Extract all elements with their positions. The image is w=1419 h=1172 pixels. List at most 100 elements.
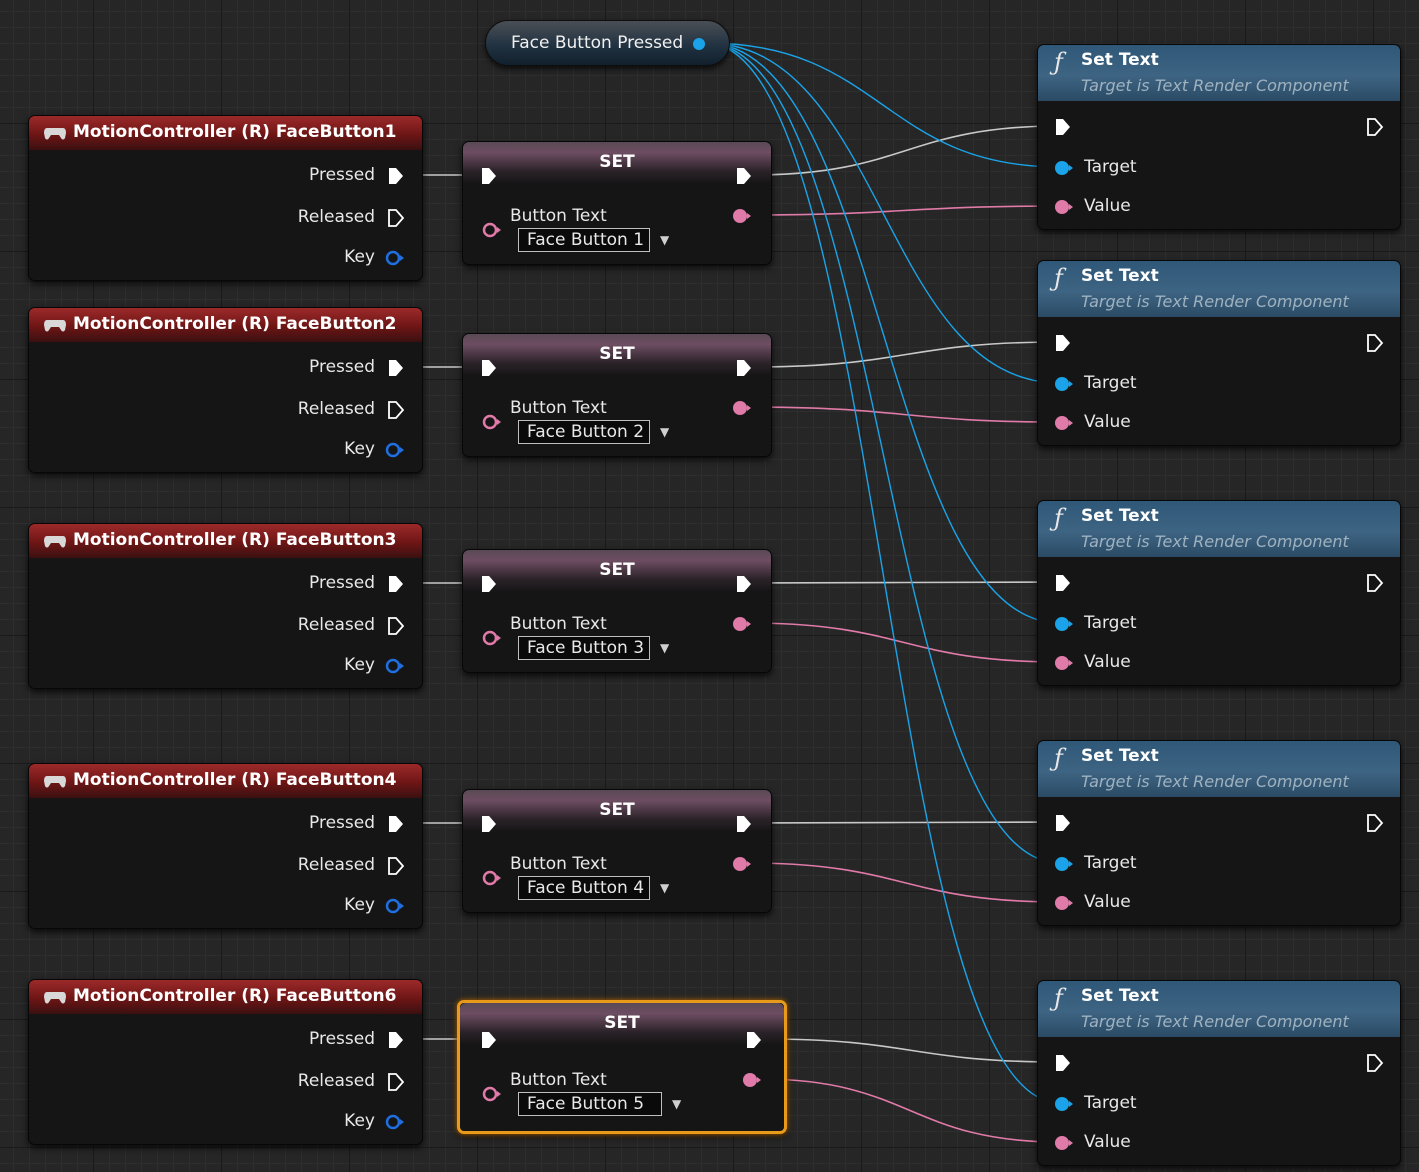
- exec-in-pin-icon[interactable]: [480, 358, 498, 378]
- key-pin-icon[interactable]: [385, 249, 405, 267]
- exec-out-pin-icon[interactable]: [1366, 813, 1384, 833]
- text-pin-icon[interactable]: [1052, 414, 1076, 432]
- key-pin-icon[interactable]: [385, 1113, 405, 1131]
- text-out-pin-icon[interactable]: [731, 855, 753, 873]
- exec-wire-set-1[interactable]: [751, 125, 1061, 176]
- exec-wire-set-3[interactable]: [751, 581, 1061, 584]
- text-in-pin-icon[interactable]: [481, 869, 503, 887]
- exec-out-pin-icon[interactable]: [1366, 333, 1384, 353]
- text-pin-icon[interactable]: [1052, 654, 1076, 672]
- exec-in-pin-icon[interactable]: [480, 1030, 498, 1050]
- exec-out-pin-icon[interactable]: [735, 166, 753, 186]
- exec-in-pin-icon[interactable]: [480, 166, 498, 186]
- dropdown-arrow-icon[interactable]: ▼: [660, 641, 670, 655]
- event-node-title: MotionController (R) FaceButton4: [73, 770, 397, 790]
- set-node-4[interactable]: SET Button Text Face Button 4 ▼: [462, 789, 772, 913]
- set-text-node-1[interactable]: ƒ Set Text Target is Text Render Compone…: [1037, 44, 1401, 230]
- value-text-input[interactable]: Face Button 1: [518, 228, 650, 252]
- set-node-2[interactable]: SET Button Text Face Button 2 ▼: [462, 333, 772, 457]
- text-out-pin-icon[interactable]: [731, 399, 753, 417]
- set-node-5[interactable]: SET Button Text Face Button 5 ▼: [457, 1000, 787, 1134]
- exec-in-pin-icon[interactable]: [480, 814, 498, 834]
- released-exec-pin-icon[interactable]: [387, 208, 405, 228]
- set-text-node-5[interactable]: ƒ Set Text Target is Text Render Compone…: [1037, 980, 1401, 1166]
- event-node-header: MotionController (R) FaceButton6: [29, 980, 422, 1014]
- text-in-pin-icon[interactable]: [481, 1085, 503, 1103]
- key-pin-icon[interactable]: [385, 657, 405, 675]
- object-pin-icon[interactable]: [1052, 375, 1076, 393]
- exec-out-pin-icon[interactable]: [1366, 573, 1384, 593]
- value-text-input[interactable]: Face Button 3: [518, 636, 650, 660]
- text-wire-3[interactable]: [747, 622, 1061, 663]
- object-pin-icon[interactable]: [691, 36, 707, 52]
- target-label: Target: [1084, 853, 1137, 873]
- event-node-facebutton2[interactable]: MotionController (R) FaceButton2 Pressed…: [28, 307, 423, 473]
- text-out-pin-icon[interactable]: [731, 615, 753, 633]
- text-wire-4[interactable]: [747, 862, 1061, 903]
- object-pin-icon[interactable]: [1052, 1095, 1076, 1113]
- event-node-facebutton6[interactable]: MotionController (R) FaceButton6 Pressed…: [28, 979, 423, 1145]
- text-wire-2[interactable]: [747, 406, 1061, 423]
- set-text-node-2[interactable]: ƒ Set Text Target is Text Render Compone…: [1037, 260, 1401, 446]
- pressed-exec-pin-icon[interactable]: [387, 358, 405, 378]
- face-button-pressed-getter[interactable]: Face Button Pressed: [485, 20, 730, 66]
- dropdown-arrow-icon[interactable]: ▼: [672, 1097, 682, 1111]
- exec-wire-set-5[interactable]: [763, 1038, 1061, 1063]
- set-node-1[interactable]: SET Button Text Face Button 1 ▼: [462, 141, 772, 265]
- text-pin-icon[interactable]: [1052, 198, 1076, 216]
- released-exec-pin-icon[interactable]: [387, 616, 405, 636]
- exec-in-pin-icon[interactable]: [1054, 117, 1072, 137]
- exec-wire-set-2[interactable]: [751, 341, 1061, 368]
- exec-out-pin-icon[interactable]: [1366, 117, 1384, 137]
- object-pin-icon[interactable]: [1052, 159, 1076, 177]
- text-in-pin-icon[interactable]: [481, 413, 503, 431]
- set-node-header: SET: [460, 1003, 784, 1045]
- dropdown-arrow-icon[interactable]: ▼: [660, 425, 670, 439]
- pressed-exec-pin-icon[interactable]: [387, 574, 405, 594]
- text-in-pin-icon[interactable]: [481, 221, 503, 239]
- exec-out-pin-icon[interactable]: [745, 1030, 763, 1050]
- event-node-facebutton3[interactable]: MotionController (R) FaceButton3 Pressed…: [28, 523, 423, 689]
- text-in-pin-icon[interactable]: [481, 629, 503, 647]
- pressed-exec-pin-icon[interactable]: [387, 166, 405, 186]
- dropdown-arrow-icon[interactable]: ▼: [660, 233, 670, 247]
- exec-in-pin-icon[interactable]: [480, 574, 498, 594]
- exec-out-pin-icon[interactable]: [735, 358, 753, 378]
- exec-in-pin-icon[interactable]: [1054, 573, 1072, 593]
- text-out-pin-icon[interactable]: [731, 207, 753, 225]
- value-text-input[interactable]: Face Button 2: [518, 420, 650, 444]
- value-text-input[interactable]: Face Button 5: [518, 1092, 662, 1116]
- value-label: Value: [1084, 892, 1131, 912]
- event-node-facebutton4[interactable]: MotionController (R) FaceButton4 Pressed…: [28, 763, 423, 929]
- key-pin-icon[interactable]: [385, 897, 405, 915]
- object-pin-icon[interactable]: [1052, 615, 1076, 633]
- set-node-3[interactable]: SET Button Text Face Button 3 ▼: [462, 549, 772, 673]
- exec-in-pin-icon[interactable]: [1054, 813, 1072, 833]
- target-label: Target: [1084, 1093, 1137, 1113]
- exec-out-pin-icon[interactable]: [735, 574, 753, 594]
- released-exec-pin-icon[interactable]: [387, 1072, 405, 1092]
- pressed-exec-pin-icon[interactable]: [387, 814, 405, 834]
- exec-in-pin-icon[interactable]: [1054, 1053, 1072, 1073]
- exec-out-pin-icon[interactable]: [1366, 1053, 1384, 1073]
- key-pin-icon[interactable]: [385, 441, 405, 459]
- text-out-pin-icon[interactable]: [741, 1071, 763, 1089]
- released-exec-pin-icon[interactable]: [387, 856, 405, 876]
- function-icon: ƒ: [1054, 264, 1063, 292]
- value-text-input[interactable]: Face Button 4: [518, 876, 650, 900]
- exec-wire-set-4[interactable]: [751, 821, 1061, 824]
- set-text-node-3[interactable]: ƒ Set Text Target is Text Render Compone…: [1037, 500, 1401, 686]
- set-node-header: SET: [463, 790, 771, 832]
- event-node-facebutton1[interactable]: MotionController (R) FaceButton1 Pressed…: [28, 115, 423, 281]
- text-wire-1[interactable]: [747, 205, 1061, 216]
- text-pin-icon[interactable]: [1052, 894, 1076, 912]
- released-exec-pin-icon[interactable]: [387, 400, 405, 420]
- object-pin-icon[interactable]: [1052, 855, 1076, 873]
- exec-out-pin-icon[interactable]: [735, 814, 753, 834]
- dropdown-arrow-icon[interactable]: ▼: [660, 881, 670, 895]
- text-wire-5[interactable]: [759, 1078, 1061, 1143]
- text-pin-icon[interactable]: [1052, 1134, 1076, 1152]
- set-text-node-4[interactable]: ƒ Set Text Target is Text Render Compone…: [1037, 740, 1401, 926]
- pressed-exec-pin-icon[interactable]: [387, 1030, 405, 1050]
- exec-in-pin-icon[interactable]: [1054, 333, 1072, 353]
